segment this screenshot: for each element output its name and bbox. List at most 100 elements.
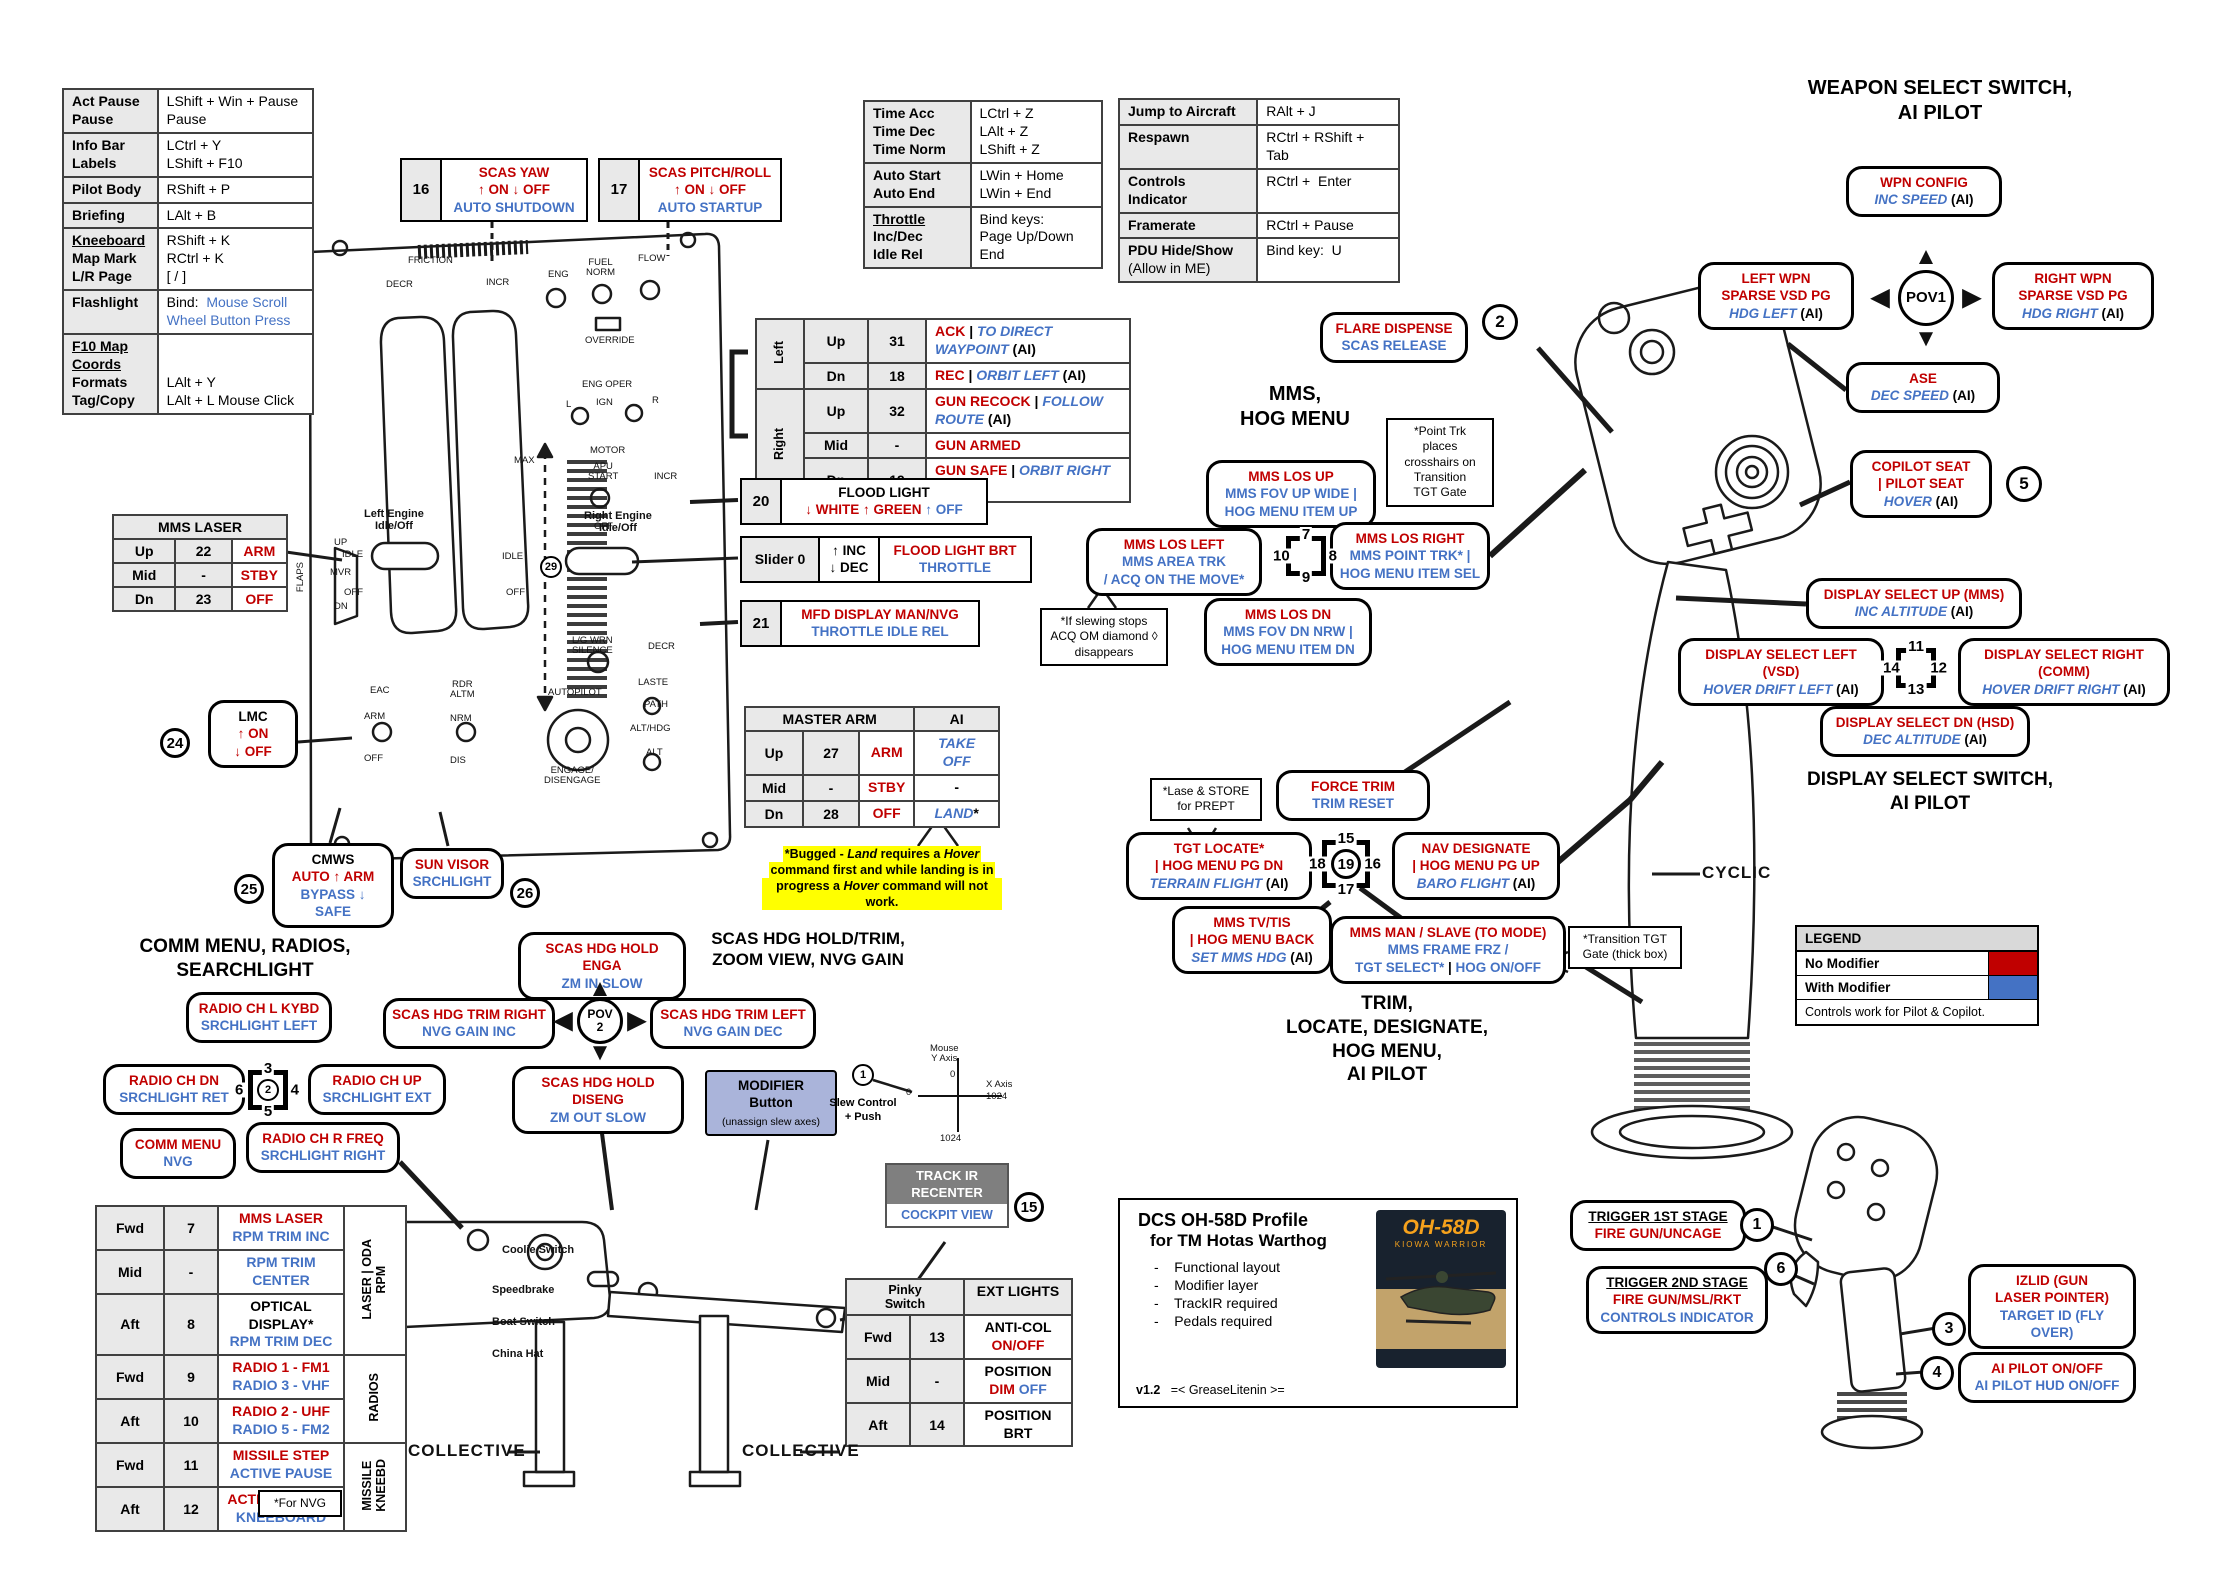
pov1-label: POV1	[1905, 289, 1947, 307]
scas-hdg-section-title: SCAS HDG HOLD/TRIM,ZOOM VIEW, NVG GAIN	[711, 929, 905, 970]
display-select-right-box: DISPLAY SELECT RIGHT (COMM)HOVER DRIFT R…	[1958, 638, 2170, 706]
autopilot-label: AUTOPILOT	[548, 687, 602, 698]
lg-warn-silence-label: L/G WRN SILENCE	[572, 635, 613, 657]
right-engine-label: Right Engine Idle/Off	[584, 510, 652, 535]
profile-info-box: DCS OH-58D Profile for TM Hotas Warthog …	[1118, 1198, 1518, 1408]
trigger1-number: 1	[1740, 1208, 1774, 1242]
shortcut-value-cell: LAlt + B	[156, 201, 315, 230]
china-hat-label: China Hat	[492, 1348, 544, 1360]
trim-hat-switch: 15 16 17 18 19	[1307, 830, 1383, 898]
group-cell: RADIOS	[343, 1354, 407, 1444]
ai-pilot-number: 4	[1920, 1356, 1954, 1390]
mms-man-slave-box: MMS MAN / SLAVE (TO MODE)MMS FRAME FRZ /…	[1330, 916, 1566, 984]
shortcut-key-cell: Pilot Body	[62, 175, 159, 204]
friction-incr-label: INCR	[486, 277, 510, 288]
switch-number: 17	[600, 160, 640, 220]
comm-section-title: COMM MENU, RADIOS,SEARCHLIGHT	[139, 936, 351, 981]
arrow-up-icon: ▲	[588, 975, 612, 1002]
shortcut-key-cell: Jump to Aircraft	[1117, 98, 1259, 126]
arrow-down-icon: ▼	[588, 1039, 612, 1066]
eng-label: ENG	[548, 269, 569, 280]
with-modifier-swatch	[1988, 976, 2037, 999]
shortcut-value-cell: RCtrl + Enter	[1256, 167, 1400, 214]
fuel-norm-label: FUEL NORM	[586, 257, 616, 279]
display-select-up-box: DISPLAY SELECT UP (MMS)INC ALTITUDE (AI)	[1806, 578, 2022, 629]
mouse-y-axis-label: Mouse Y Axis	[930, 1043, 959, 1065]
trackir-switch-number: 15	[1014, 1192, 1044, 1222]
boat-switch-label: Boat Switch	[492, 1316, 555, 1328]
table-title: EXT LIGHTS	[963, 1278, 1073, 1316]
arrow-left-icon: ◀	[1871, 284, 1890, 311]
shortcut-key-cell: PDU Hide/Show(Allow in ME)	[1117, 237, 1259, 284]
display-select-left-box: DISPLAY SELECT LEFT (VSD)HOVER DRIFT LEF…	[1678, 638, 1884, 706]
friction-label: FRICTION	[408, 255, 453, 266]
mouse-y-zero: 0	[950, 1069, 956, 1080]
collective-label-right: COLLECTIVE	[742, 1441, 860, 1460]
display-select-hat-switch: 11 12 13 14	[1881, 638, 1949, 698]
helicopter-photo	[1376, 1271, 1506, 1349]
arrow-right-icon: ▶	[627, 1007, 646, 1034]
flood-light-box: 20 FLOOD LIGHT↓ WHITE ↑ GREEN ↑ OFF	[740, 478, 988, 525]
profile-bullets: - Functional layout- Modifier layer- Tra…	[1154, 1259, 1281, 1329]
table-row: Mid-STBY-	[744, 773, 1000, 802]
arrow-up-icon: ▲	[1914, 243, 1938, 270]
table-row: PDU Hide/Show(Allow in ME)Bind key: U	[1117, 237, 1400, 284]
table-title: MMS LASER	[112, 514, 288, 540]
display-select-title: DISPLAY SELECT SWITCH,AI PILOT	[1807, 769, 2053, 814]
group-label: Right	[772, 428, 787, 460]
land-bug-note: *Bugged - Land requires a Hovercommand f…	[762, 846, 1002, 910]
izlid-number: 3	[1932, 1312, 1966, 1346]
collective-label-left: COLLECTIVE	[408, 1441, 526, 1460]
apu-start-label: APU START	[588, 461, 619, 483]
legend-note: Controls work for Pilot & Copilot.	[1805, 1005, 1985, 1019]
group-label: Left	[772, 340, 787, 364]
table-row: Mid-STBY	[111, 562, 289, 588]
legend-box: LEGEND No Modifier With Modifier Control…	[1795, 925, 2039, 1026]
trigger2-number: 6	[1764, 1252, 1798, 1286]
slew-control-number: 1	[852, 1064, 874, 1086]
ign-label: IGN	[596, 397, 613, 408]
